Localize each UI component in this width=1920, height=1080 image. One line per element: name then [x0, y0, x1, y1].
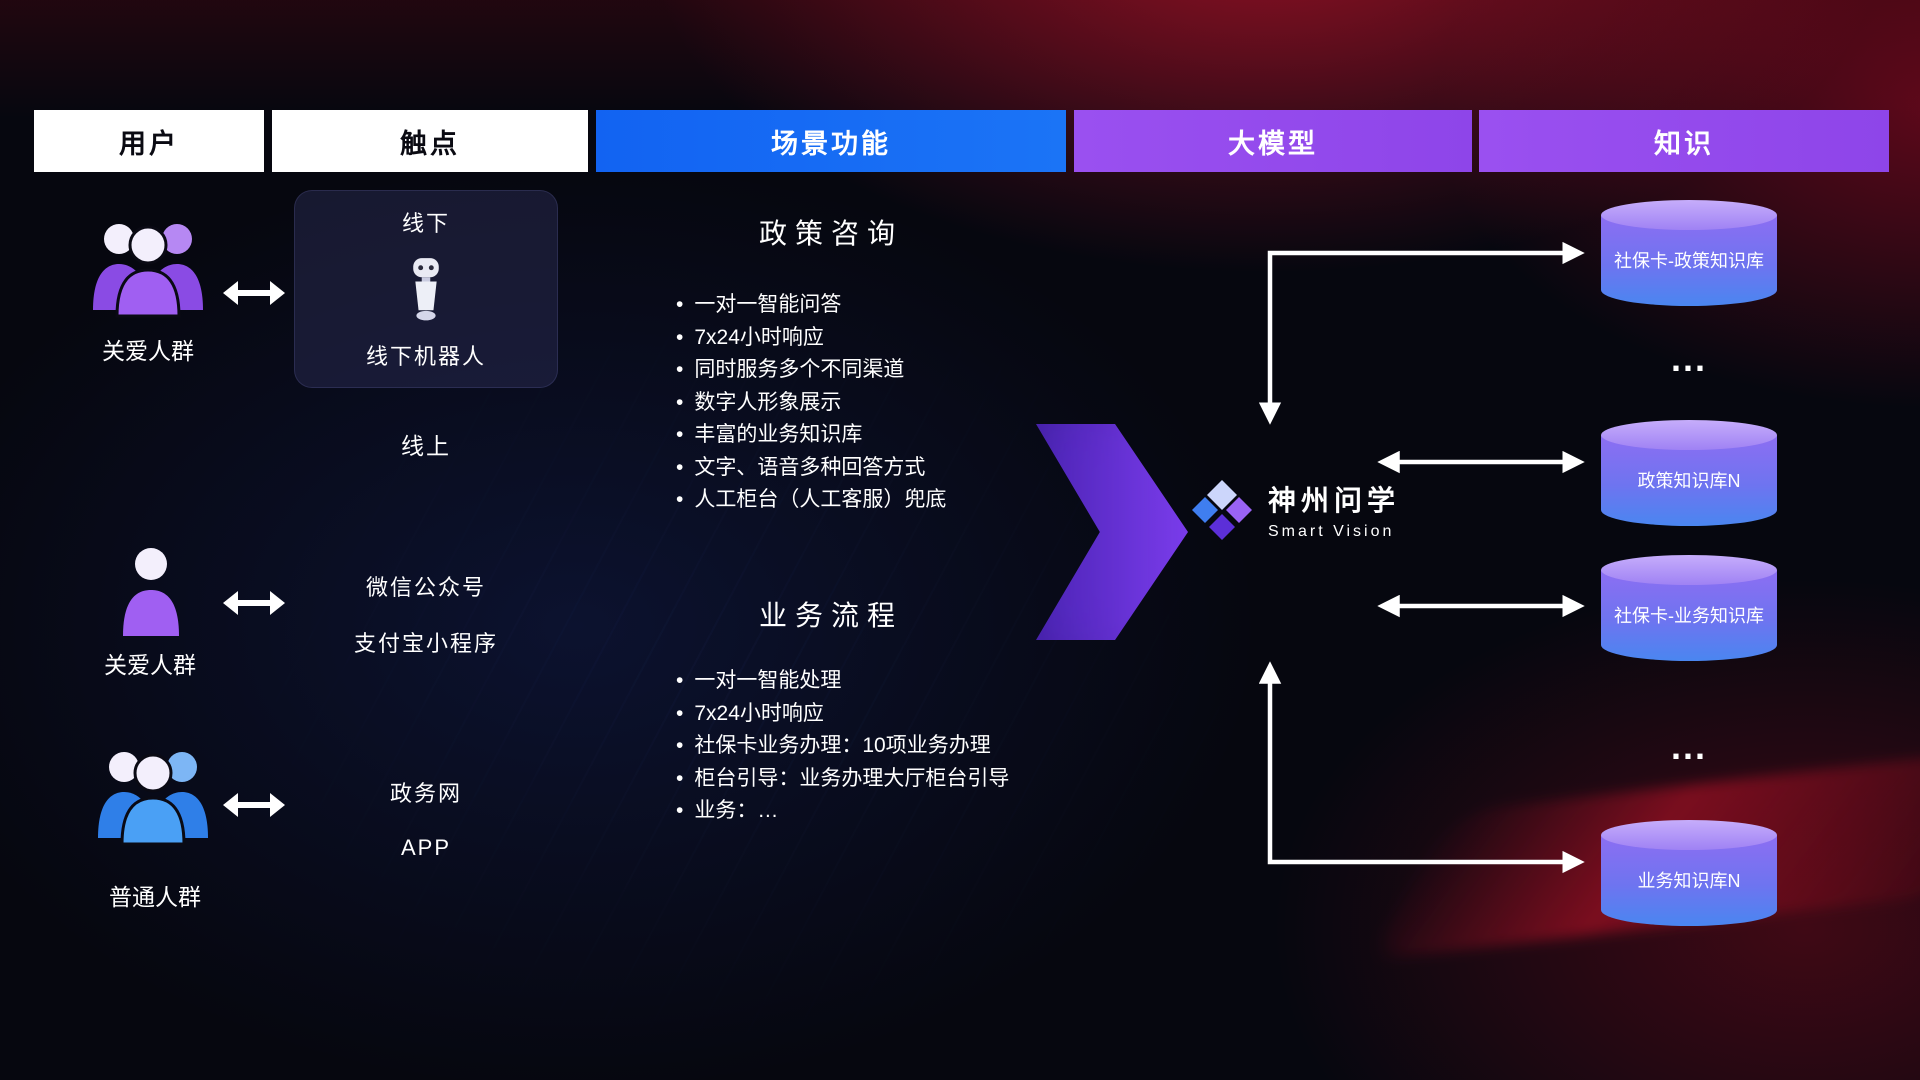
cylinder-top	[1601, 820, 1777, 850]
bullet-item: 同时服务多个不同渠道	[676, 354, 946, 387]
offline-touchpoint-panel: 线下 线下机器人	[294, 190, 558, 388]
user-group-1-label: 关爱人群	[102, 338, 194, 364]
bullet-item: 一对一智能处理	[676, 665, 1009, 698]
scenario-title-business: 业务流程	[758, 600, 903, 631]
knowledge-db-label: 社保卡-业务知识库	[1614, 606, 1764, 627]
column-header-model: 大模型	[1074, 110, 1472, 172]
knowledge-ellipsis-2: ...	[1670, 726, 1707, 767]
knowledge-db-policy-card: 社保卡-政策知识库	[1601, 200, 1777, 306]
knowledge-db-label: 业务知识库N	[1637, 871, 1741, 892]
model-logo-block: 神州问学 Smart Vision	[1190, 478, 1400, 542]
cylinder-body	[1601, 215, 1777, 306]
bullet-item: 一对一智能问答	[676, 289, 946, 322]
column-header-touchpoints: 触点	[272, 110, 588, 172]
knowledge-db-business-card: 社保卡-业务知识库	[1601, 555, 1777, 661]
logo-text: 神州问学 Smart Vision	[1268, 479, 1400, 541]
cylinder-top	[1601, 420, 1777, 450]
column-header-scenarios: 场景功能	[596, 110, 1066, 172]
online-item-app: APP	[400, 835, 452, 860]
online-item-alipay: 支付宝小程序	[353, 631, 498, 656]
cylinder-body	[1601, 570, 1777, 661]
bidirectional-arrow-icon	[223, 281, 285, 305]
offline-robot-label: 线下机器人	[365, 344, 486, 369]
knowledge-db-policy-n: 政策知识库N	[1601, 420, 1777, 526]
group-people-purple-icon	[93, 224, 203, 318]
bidirectional-arrow-icon	[223, 793, 285, 817]
knowledge-db-business-n: 业务知识库N	[1601, 820, 1777, 926]
user-group-2-label: 关爱人群	[104, 652, 196, 678]
column-header-knowledge: 知识	[1479, 110, 1889, 172]
cylinder-body	[1601, 835, 1777, 926]
bullet-item: 7x24小时响应	[676, 322, 946, 355]
knowledge-db-label: 政策知识库N	[1637, 471, 1741, 492]
online-item-wechat: 微信公众号	[365, 575, 486, 600]
bullet-item: 柜台引导：业务办理大厅柜台引导	[676, 763, 1009, 796]
user-group-3-label: 普通人群	[109, 884, 201, 910]
online-item-gov-web: 政务网	[389, 781, 462, 806]
robot-icon	[413, 257, 439, 320]
bidirectional-arrow-icon	[223, 591, 285, 615]
business-bullet-list: 一对一智能处理 7x24小时响应 社保卡业务办理：10项业务办理 柜台引导：业务…	[676, 665, 1009, 828]
knowledge-db-label: 社保卡-政策知识库	[1614, 251, 1764, 272]
bullet-item: 人工柜台（人工客服）兜底	[676, 484, 946, 517]
scenario-title-policy: 政策咨询	[758, 218, 903, 249]
bullet-item: 业务：…	[676, 795, 1009, 828]
cylinder-top	[1601, 555, 1777, 585]
bullet-item: 社保卡业务办理：10项业务办理	[676, 730, 1009, 763]
column-header-users: 用户	[34, 110, 264, 172]
diamond-logo-icon	[1192, 480, 1252, 540]
model-subtitle: Smart Vision	[1268, 523, 1395, 540]
bullet-item: 丰富的业务知识库	[676, 419, 946, 452]
knowledge-ellipsis-1: ...	[1670, 338, 1707, 379]
bullet-item: 数字人形象展示	[676, 387, 946, 420]
model-name: 神州问学	[1268, 485, 1401, 516]
policy-bullet-list: 一对一智能问答 7x24小时响应 同时服务多个不同渠道 数字人形象展示 丰富的业…	[676, 289, 946, 517]
bullet-item: 7x24小时响应	[676, 698, 1009, 731]
person-purple-icon	[123, 548, 179, 636]
online-label: 线上	[401, 433, 451, 459]
group-people-blue-icon	[98, 752, 208, 846]
cylinder-body	[1601, 435, 1777, 526]
cylinder-top	[1601, 200, 1777, 230]
bullet-item: 文字、语音多种回答方式	[676, 452, 946, 485]
offline-label: 线下	[401, 211, 450, 236]
